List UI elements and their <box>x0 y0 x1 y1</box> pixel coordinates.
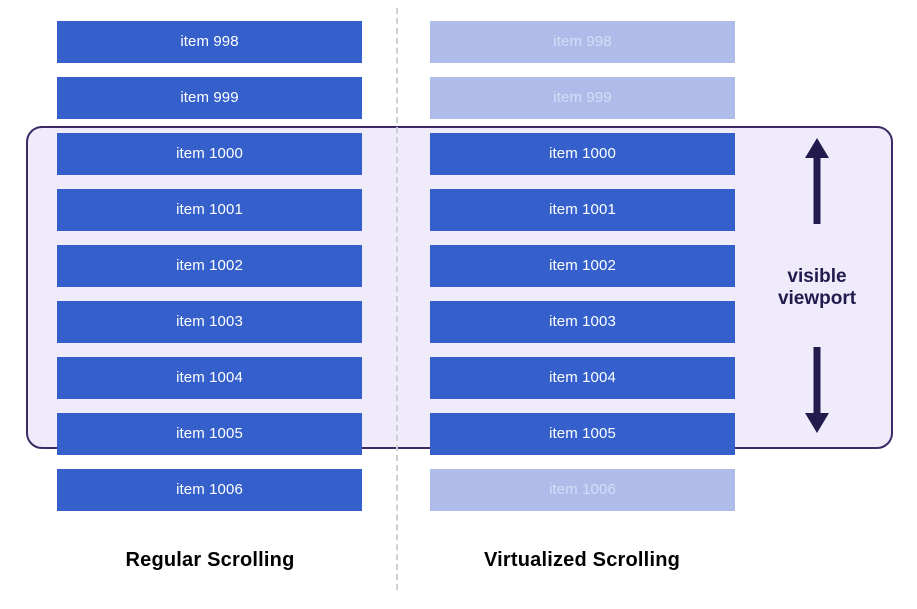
list-item[interactable]: item 999 <box>57 77 362 119</box>
list-item[interactable]: item 999 <box>430 77 735 119</box>
list-item[interactable]: item 1000 <box>57 133 362 175</box>
list-item[interactable]: item 1006 <box>57 469 362 511</box>
list-item[interactable]: item 998 <box>57 21 362 63</box>
list-item[interactable]: item 1002 <box>57 245 362 287</box>
arrow-up-icon <box>804 138 830 229</box>
list-item[interactable]: item 1002 <box>430 245 735 287</box>
list-item[interactable]: item 1006 <box>430 469 735 511</box>
list-item[interactable]: item 1004 <box>57 357 362 399</box>
list-item[interactable]: item 1001 <box>57 189 362 231</box>
list-item[interactable]: item 1000 <box>430 133 735 175</box>
column-virtualized-scrolling: item 998 item 999 item 1000 item 1001 item 1… <box>430 0 735 530</box>
visible-viewport-annotation: visible viewport <box>757 138 877 438</box>
list-item[interactable]: item 998 <box>430 21 735 63</box>
caption-virtualized-scrolling: Virtualized Scrolling <box>483 549 681 571</box>
column-divider <box>396 8 398 590</box>
list-item[interactable]: item 1005 <box>430 413 735 455</box>
list-item[interactable]: item 1004 <box>430 357 735 399</box>
list-item[interactable]: item 1005 <box>57 413 362 455</box>
list-item[interactable]: item 1003 <box>57 301 362 343</box>
column-regular-scrolling: item 998 item 999 item 1000 item 1001 item 1… <box>57 0 362 530</box>
list-item[interactable]: item 1003 <box>430 301 735 343</box>
arrow-down-icon <box>804 347 830 438</box>
list-item[interactable]: item 1001 <box>430 189 735 231</box>
caption-regular-scrolling: Regular Scrolling <box>125 549 295 571</box>
visible-viewport-label: visible viewport <box>777 265 857 309</box>
